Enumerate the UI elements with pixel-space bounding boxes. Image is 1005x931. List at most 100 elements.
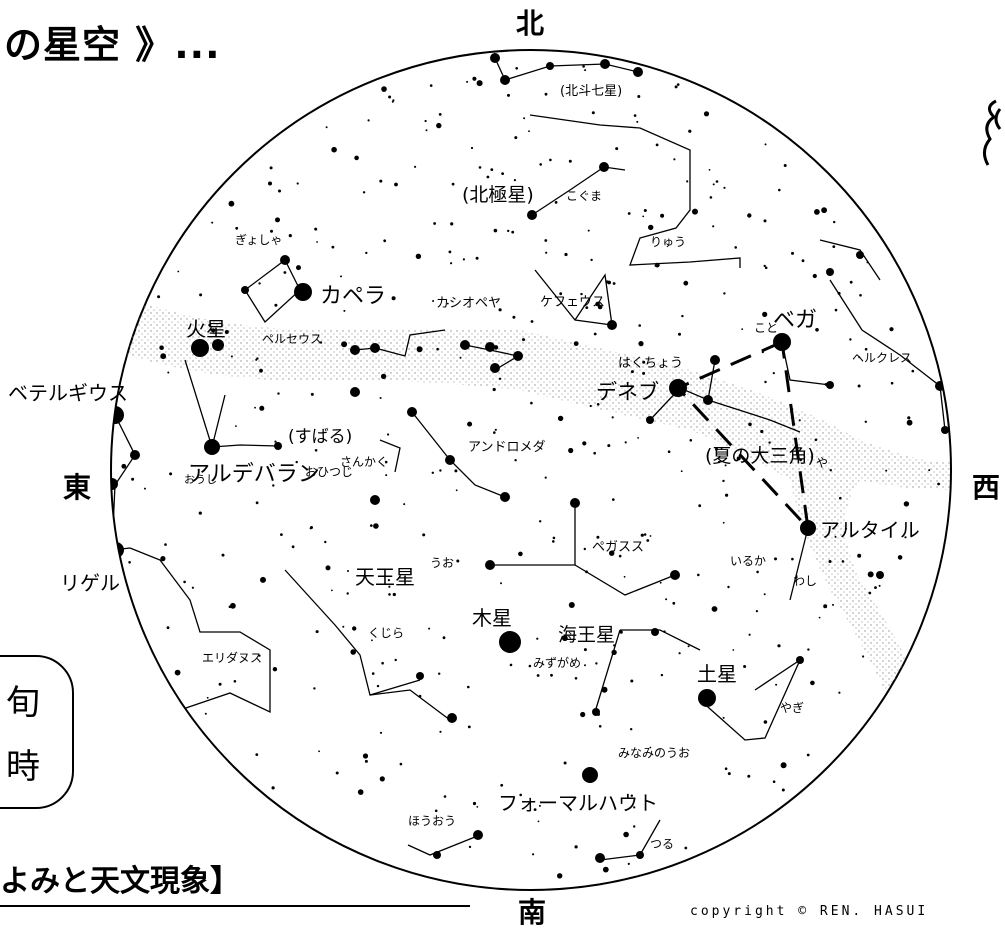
- bright-star: [294, 283, 312, 301]
- faint-star: [288, 234, 292, 238]
- faint-star: [364, 759, 368, 763]
- label-capella: カペラ: [320, 284, 386, 309]
- faint-star: [748, 633, 751, 636]
- faint-star: [833, 220, 836, 224]
- faint-star: [732, 649, 735, 651]
- faint-star: [602, 866, 609, 873]
- faint-star: [630, 728, 633, 731]
- faint-star: [450, 262, 453, 265]
- faint-star: [703, 111, 710, 117]
- faint-star: [472, 801, 477, 806]
- faint-star: [254, 406, 256, 409]
- faint-star: [722, 716, 725, 719]
- faint-star: [371, 639, 373, 642]
- faint-star: [456, 559, 460, 563]
- faint-star: [593, 332, 597, 336]
- faint-star: [538, 804, 541, 807]
- faint-star: [271, 786, 275, 790]
- faint-star: [387, 433, 390, 436]
- label-tsuru: つる: [650, 837, 674, 851]
- faint-star: [550, 673, 553, 677]
- faint-star: [121, 463, 127, 469]
- faint-star: [642, 215, 645, 218]
- faint-star: [768, 441, 771, 444]
- faint-star: [618, 554, 622, 558]
- bright-star: [703, 395, 713, 405]
- faint-star: [903, 501, 910, 507]
- bright-star: [433, 851, 441, 859]
- faint-star: [623, 831, 629, 838]
- faint-star: [325, 126, 328, 129]
- faint-star: [858, 356, 861, 359]
- bright-star: [826, 268, 834, 276]
- faint-star: [493, 431, 496, 434]
- faint-star: [775, 683, 778, 686]
- bright-star: [595, 853, 605, 863]
- faint-star: [613, 644, 616, 647]
- faint-star: [309, 527, 312, 530]
- faint-star: [379, 397, 382, 399]
- bright-star: [633, 67, 643, 77]
- label-vega: ベガ: [773, 308, 817, 333]
- bright-star: [499, 631, 521, 653]
- bright-star: [599, 162, 609, 172]
- label-betelgeuse: ベテルギウス: [8, 381, 128, 405]
- faint-star: [160, 556, 166, 562]
- faint-star: [712, 183, 715, 186]
- bright-star: [447, 713, 457, 723]
- faint-star: [563, 761, 567, 765]
- section-rule: [0, 905, 470, 907]
- stars: [111, 53, 949, 879]
- faint-star: [383, 239, 387, 243]
- faint-star: [256, 357, 259, 360]
- direction-south: 南: [518, 896, 547, 929]
- faint-star: [646, 539, 650, 542]
- faint-star: [611, 649, 617, 656]
- faint-star: [734, 246, 737, 249]
- faint-star: [418, 694, 422, 698]
- faint-star: [633, 114, 637, 117]
- bright-star: [500, 492, 510, 502]
- label-iruka: いるか: [730, 554, 766, 568]
- faint-star: [747, 213, 752, 218]
- faint-star: [832, 603, 834, 606]
- faint-star: [467, 725, 471, 729]
- label-mokusei: 木星: [472, 606, 512, 630]
- faint-star: [379, 179, 383, 183]
- faint-star: [580, 292, 583, 296]
- faint-star: [454, 469, 458, 473]
- faint-star: [291, 545, 295, 549]
- faint-star: [131, 477, 135, 481]
- faint-star: [573, 341, 579, 346]
- faint-star: [514, 136, 518, 140]
- faint-star: [724, 767, 728, 770]
- faint-star: [198, 511, 202, 515]
- line-kujira: [284, 569, 451, 721]
- faint-star: [619, 630, 623, 634]
- faint-star: [591, 111, 595, 115]
- faint-star: [763, 720, 768, 724]
- faint-star: [623, 575, 626, 578]
- faint-star: [446, 302, 449, 305]
- bright-star: [710, 355, 720, 365]
- bright-star: [130, 450, 140, 460]
- faint-star: [832, 245, 836, 249]
- bright-star: [473, 830, 483, 840]
- faint-star: [365, 251, 368, 255]
- faint-star: [814, 209, 820, 215]
- faint-star: [637, 437, 639, 439]
- faint-star: [864, 347, 868, 351]
- faint-star: [391, 296, 396, 301]
- faint-star: [211, 440, 214, 443]
- line-kogumа: [531, 166, 626, 216]
- faint-star: [493, 228, 498, 233]
- faint-star: [433, 222, 436, 225]
- faint-star: [595, 662, 598, 665]
- label-minaminouo: みなみのうお: [618, 746, 690, 760]
- faint-star: [911, 369, 915, 373]
- bright-star: [460, 340, 470, 350]
- faint-star: [342, 625, 345, 628]
- faint-star: [467, 685, 470, 689]
- faint-star: [166, 626, 170, 630]
- faint-star: [335, 771, 339, 775]
